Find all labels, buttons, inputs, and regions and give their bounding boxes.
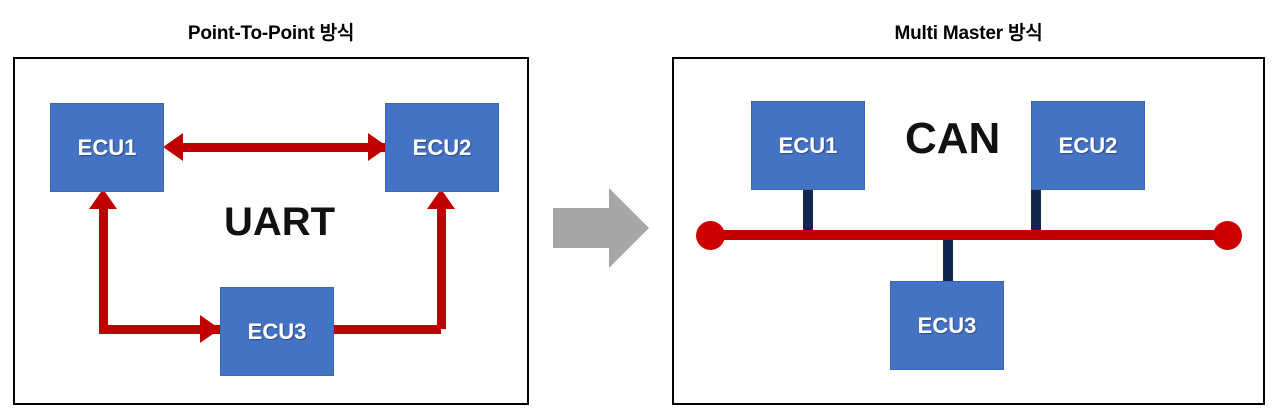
arrow-ecu2-ecu3-shaft-vertical [437,209,446,329]
right-ecu2-box[interactable]: ECU2 [1031,101,1145,190]
arrow-ecu3-ecu1-shaft-horizontal [99,325,220,334]
ecu3-bus-stub [943,235,953,283]
uart-protocol-label: UART [224,200,336,244]
right-ecu1-box[interactable]: ECU1 [751,101,865,190]
right-ecu3-label: ECU3 [917,312,977,338]
arrow-ecu3-ecu2-head [427,189,455,209]
arrow-ecu2-ecu3-shaft-horizontal [334,325,441,334]
left-ecu3-label: ECU3 [247,318,307,344]
right-ecu2-label: ECU2 [1058,132,1118,158]
left-ecu2-label: ECU2 [412,134,472,160]
arrow-ecu1-ecu2-head-right [368,133,388,161]
can-bus-line [710,230,1228,240]
arrow-ecu3-ecu1-shaft-vertical [99,209,108,329]
left-ecu3-box[interactable]: ECU3 [220,287,334,376]
ecu2-bus-stub [1031,189,1041,237]
arrow-ecu1-ecu2-shaft [183,143,388,152]
left-ecu1-box[interactable]: ECU1 [50,103,164,192]
multi-master-panel: CAN ECU1 ECU2 ECU3 [672,57,1265,405]
left-ecu1-label: ECU1 [77,134,137,160]
ecu1-bus-stub [803,189,813,237]
arrow-ecu1-ecu3-head [200,315,220,343]
transition-arrow-icon [551,186,651,275]
bus-terminator-right [1213,221,1242,250]
left-ecu2-box[interactable]: ECU2 [385,103,499,192]
right-ecu3-box[interactable]: ECU3 [890,281,1004,370]
can-protocol-label: CAN [905,114,1001,163]
right-panel-title: Multi Master 방식 [894,23,1043,44]
arrow-ecu1-ecu2-head-left [163,133,183,161]
arrow-ecu3-ecu1-head [89,189,117,209]
bus-terminator-left [696,221,725,250]
left-panel-title: Point-To-Point 방식 [187,23,355,44]
right-ecu1-label: ECU1 [778,132,838,158]
point-to-point-panel: UART ECU1 ECU2 ECU3 [13,57,529,405]
